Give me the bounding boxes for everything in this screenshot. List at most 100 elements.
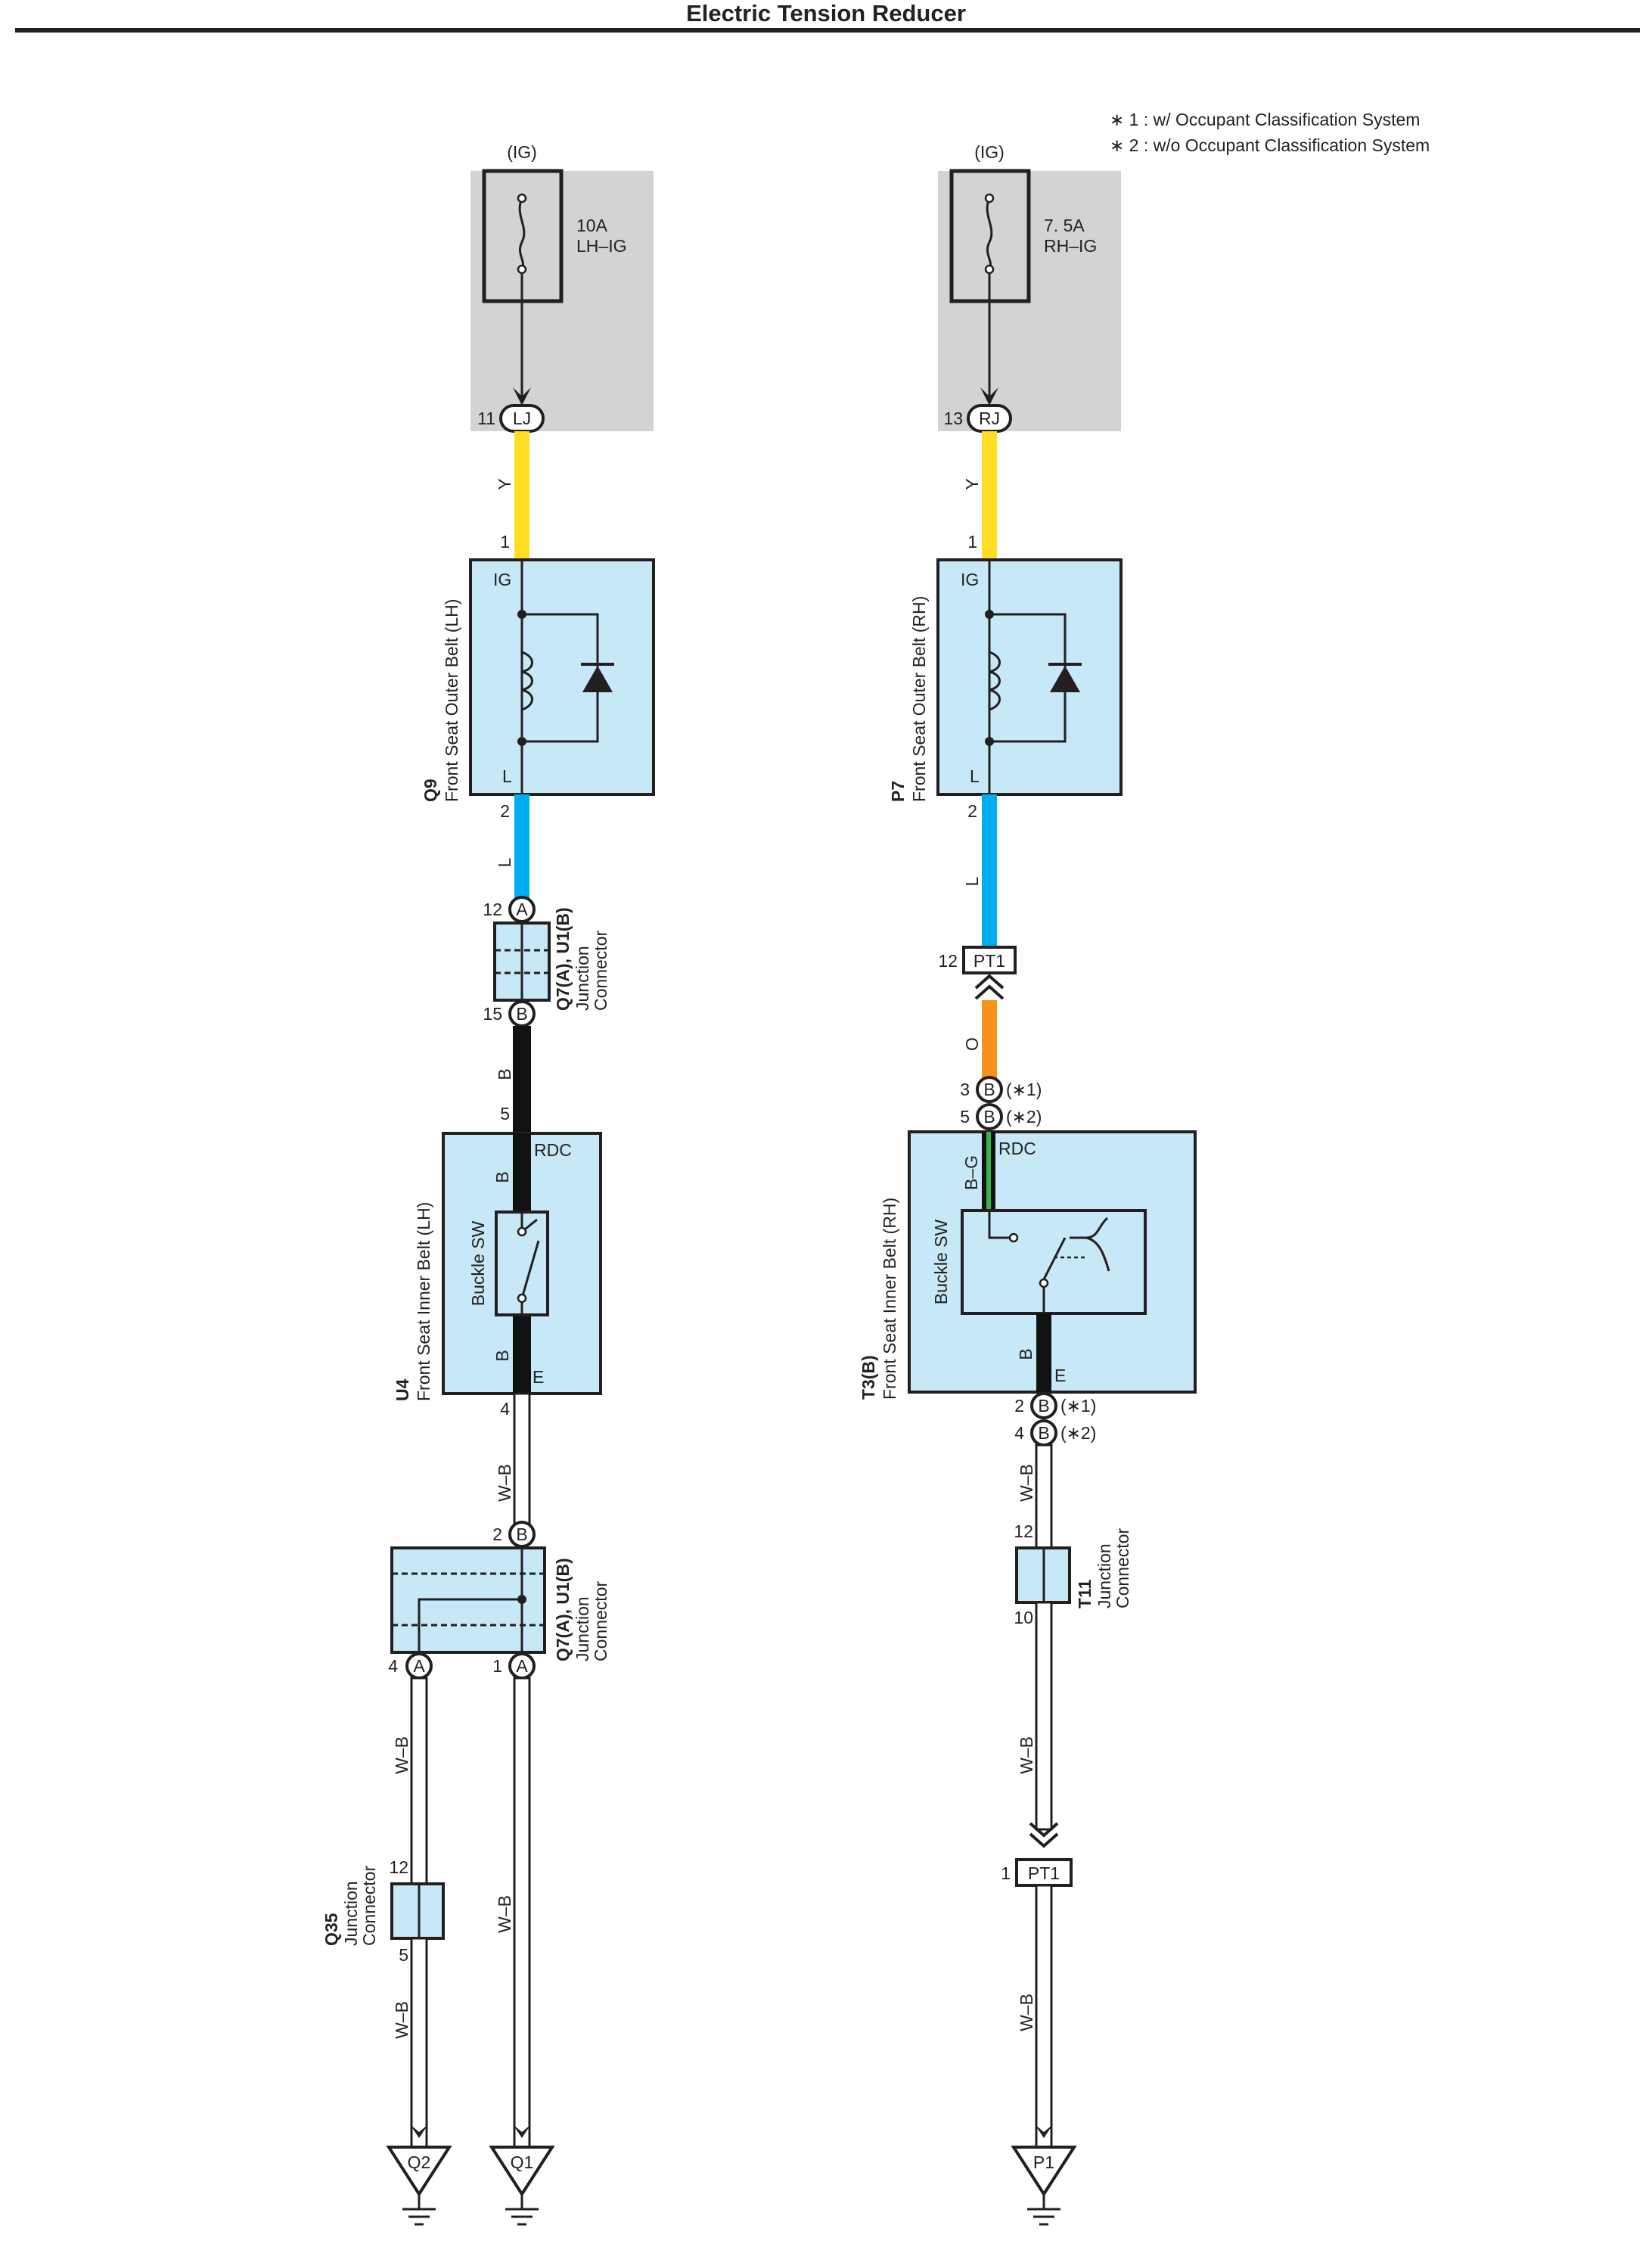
relay-coil-rh [989, 651, 1001, 711]
ground-q1 [489, 2146, 555, 2197]
ground-p1 [1011, 2146, 1077, 2197]
conn-b2-rh-note: (∗2) [1006, 1107, 1042, 1127]
buckle-sw-rh-label: Buckle SW [931, 1219, 951, 1304]
q35-pin-bottom: 5 [399, 1945, 408, 1965]
wire-wb-lh-4-label: W–B [495, 1895, 514, 1933]
wire-wb-rh-2-label: W–B [1017, 1736, 1036, 1774]
wire-b-lh-label: B [495, 1068, 514, 1080]
outer-belt-rh-name: Front Seat Outer Belt (RH) [909, 596, 929, 802]
inner-belt-lh-wire-bottom: B [492, 1350, 512, 1361]
wire-l-lh-label: L [495, 857, 514, 867]
diode-lh [582, 666, 613, 692]
wire-wb-rh-3-label: W–B [1017, 1994, 1036, 2031]
t11-name2: Connector [1113, 1528, 1132, 1608]
jc-lj-label: LJ [513, 409, 531, 428]
pt1-bottom-label: PT1 [1028, 1863, 1060, 1883]
inner-belt-rh-name: Front Seat Inner Belt (RH) [880, 1198, 899, 1400]
outer-belt-lh-term-bottom: L [502, 766, 512, 786]
jc1-pin-top: 12 [483, 900, 502, 919]
note-1: ∗ 1 : w/ Occupant Classification System [1110, 110, 1420, 129]
inner-belt-rh-wire-bottom: B [1016, 1348, 1036, 1360]
jc1-conn-bottom-label: B [516, 1004, 527, 1024]
fuse-name-rh: RH–IG [1044, 236, 1097, 256]
outer-belt-lh-name: Front Seat Outer Belt (LH) [442, 599, 461, 802]
jc2-name2: Connector [591, 1581, 610, 1661]
conn-b2-rh-pin: 5 [960, 1107, 970, 1127]
outer-belt-rh [936, 558, 1123, 796]
wire-o-rh-label: O [962, 1037, 982, 1051]
jc-lj-pin: 11 [477, 409, 495, 428]
conn-b3-rh-label: B [1038, 1396, 1049, 1416]
jc1-pin-bottom: 15 [483, 1004, 502, 1024]
q35-name2: Connector [359, 1866, 379, 1946]
note-2: ∗ 2 : w/o Occupant Classification System [1110, 135, 1430, 155]
jc1-name1: Junction [573, 946, 592, 1011]
inner-belt-rh-code: T3(B) [859, 1355, 878, 1400]
ground-q2 [386, 2146, 452, 2197]
jc2-conn-top-label: B [516, 1524, 527, 1544]
wire-wb-lh-1-label: W–B [495, 1464, 514, 1502]
wire-wb-lh-2 [410, 1677, 428, 1885]
wire-wb-lh-4 [513, 1677, 531, 2149]
right-circuit: (IG) 7. 5A RH–IG RJ 13 Y 1 IG L 2 P7 Fro… [859, 142, 1197, 2226]
diode-rh [1050, 666, 1080, 692]
outer-belt-lh-pin-top: 1 [500, 532, 510, 552]
outer-belt-rh-term-top: IG [961, 570, 979, 589]
wire-l-rh [982, 794, 997, 946]
jc-rj-label: RJ [979, 409, 1000, 428]
wire-wb-rh-2 [1035, 1601, 1053, 1831]
pt1-top-label: PT1 [974, 951, 1005, 971]
power-label-rh: (IG) [974, 142, 1005, 162]
jc2-pin-br: 1 [492, 1656, 502, 1676]
power-label-lh: (IG) [507, 142, 537, 162]
fuse-rh-element [986, 197, 993, 270]
buckle-sw-lh-label: Buckle SW [468, 1220, 488, 1306]
outer-belt-rh-pin-bottom: 2 [967, 801, 977, 821]
wire-wb-lh-2-label: W–B [392, 1736, 411, 1774]
wire-wb-rh-3 [1035, 1884, 1053, 2149]
inner-belt-lh-name: Front Seat Inner Belt (LH) [414, 1202, 433, 1401]
relay-coil-lh [521, 651, 533, 711]
t11-pin-bottom: 10 [1014, 1608, 1033, 1627]
inner-belt-lh-wire-top: B [492, 1171, 512, 1183]
fuse-amp-lh: 10A [576, 216, 608, 235]
inner-belt-rh-term-top: RDC [998, 1139, 1036, 1158]
inner-belt-lh-code: U4 [393, 1378, 412, 1401]
conn-b2-rh-label: B [983, 1107, 995, 1127]
q35-body [390, 1882, 445, 1940]
jc2-conn-br-label: A [516, 1656, 528, 1676]
arrow-lh [513, 387, 531, 406]
inner-belt-rh-wire-top: B–G [961, 1155, 981, 1190]
wire-l-rh-label: L [962, 876, 982, 886]
fuse-name-lh: LH–IG [576, 236, 626, 256]
q35-name1: Junction [341, 1881, 361, 1946]
wire-wb-rh-1-label: W–B [1017, 1464, 1036, 1502]
wire-wb-lh-1 [513, 1392, 531, 1534]
outer-belt-rh-pin-top: 1 [967, 532, 977, 552]
q35-code: Q35 [321, 1913, 341, 1946]
fuse-lh-element [518, 197, 526, 270]
q35-pin-top: 12 [389, 1857, 408, 1877]
wire-y-rh-label: Y [962, 478, 982, 489]
pt1-bottom [1015, 1858, 1073, 1887]
wire-o-rh [982, 1000, 997, 1088]
t11-code: T11 [1075, 1579, 1095, 1608]
outer-belt-lh-code: Q9 [421, 779, 440, 802]
inner-belt-lh-term-bottom: E [533, 1367, 544, 1387]
outer-belt-lh-pin-bottom: 2 [500, 801, 510, 821]
jc1-code: Q7(A), U1(B) [553, 907, 573, 1011]
inner-belt-lh-pin-bottom: 4 [500, 1399, 510, 1419]
arrow-rh [980, 387, 998, 406]
jc2-name1: Junction [573, 1596, 592, 1661]
t11-name1: Junction [1095, 1543, 1114, 1608]
ground-p1-label: P1 [1033, 2152, 1054, 2172]
jc1-name2: Connector [591, 931, 610, 1011]
wire-l-lh [514, 794, 529, 909]
outer-belt-rh-term-bottom: L [970, 766, 980, 786]
ground-q2-label: Q2 [408, 2152, 431, 2172]
conn-b3-rh [1030, 1392, 1057, 1419]
conn-b1-rh-pin: 3 [960, 1080, 970, 1099]
wire-wb-rh-1 [1035, 1444, 1053, 1549]
t11-pin-top: 12 [1014, 1521, 1033, 1541]
